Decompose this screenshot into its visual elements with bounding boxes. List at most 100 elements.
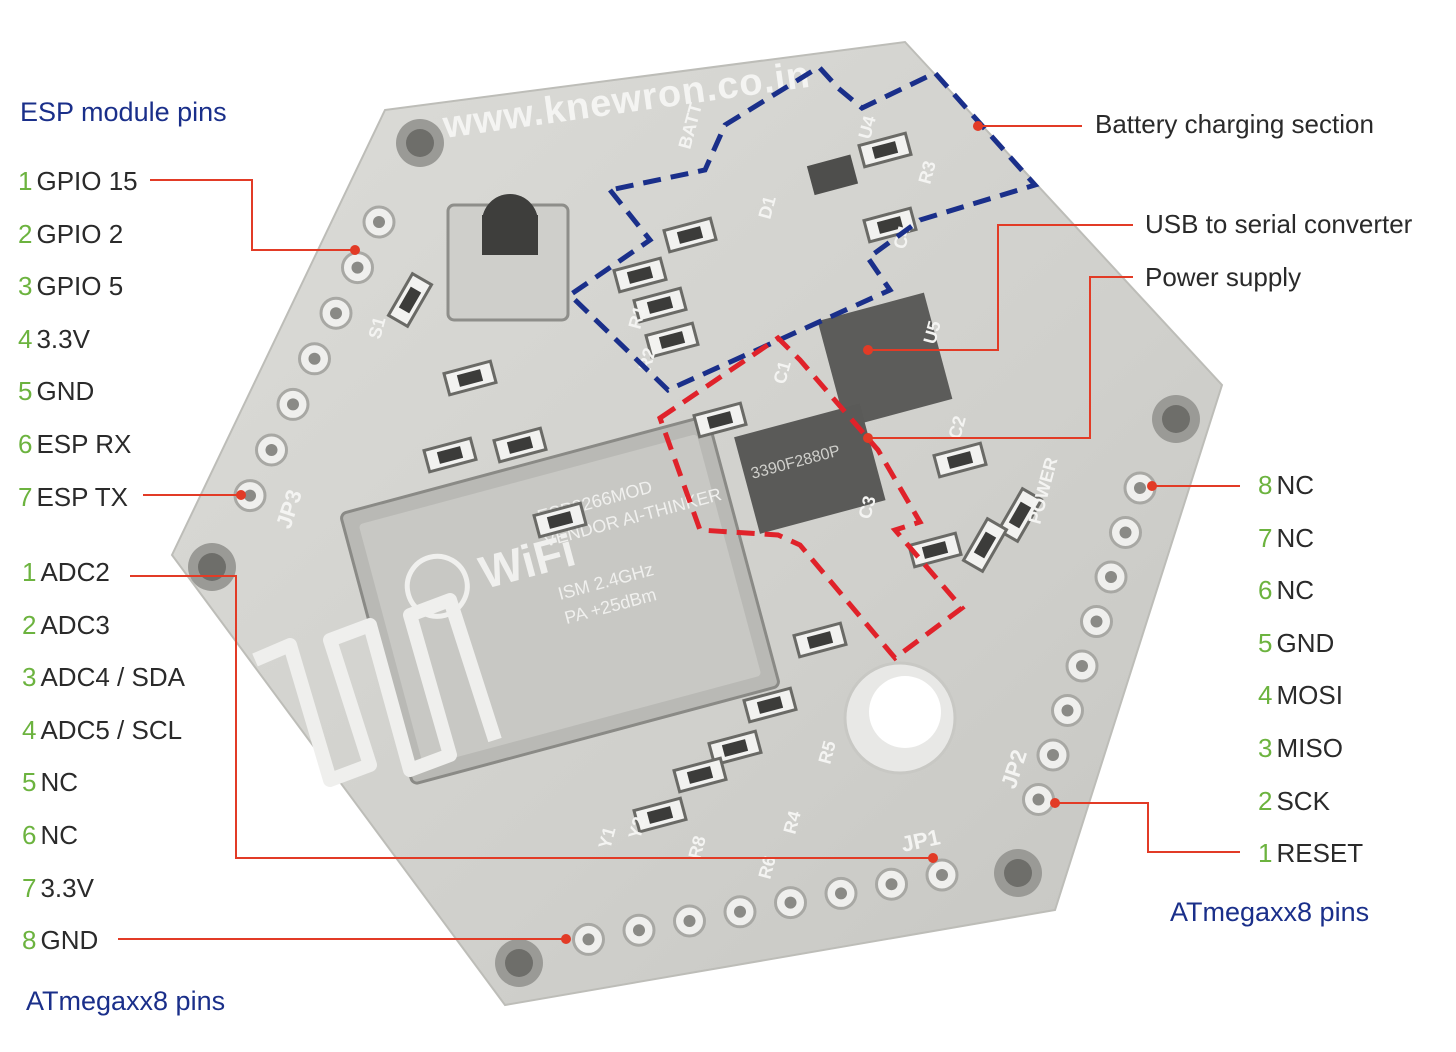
header-hole-center xyxy=(835,887,847,900)
smd-part xyxy=(857,131,913,169)
header-hole-center xyxy=(1047,749,1059,761)
header-hole-center xyxy=(885,878,898,891)
pin-label: 3.3V xyxy=(40,872,94,903)
pin-label: ADC5 / SCL xyxy=(40,714,183,745)
pin-label: ADC3 xyxy=(40,609,110,640)
pin-number: 2 xyxy=(22,609,37,640)
pin-label: GPIO 5 xyxy=(36,271,124,302)
leader-line xyxy=(150,179,355,251)
pin-number: 7 xyxy=(18,481,33,512)
pin-number: 6 xyxy=(18,429,33,459)
callout-usb-serial: USB to serial converter xyxy=(1145,209,1413,239)
smd-part xyxy=(742,686,798,724)
atmega-left-pins-title: ATmegaxx8 pins xyxy=(26,986,226,1016)
header-hole-center xyxy=(1061,704,1074,717)
smd-part xyxy=(632,286,688,324)
pin-number: 5 xyxy=(18,376,33,407)
pin-label: ESP TX xyxy=(36,481,129,512)
header-hole-center xyxy=(633,924,645,937)
pin-label: GND xyxy=(1276,627,1335,658)
smd-part xyxy=(996,486,1044,544)
leader-dot xyxy=(236,490,246,500)
leader-line xyxy=(868,276,1133,439)
smd-part xyxy=(692,401,748,439)
pin-number: 4 xyxy=(18,323,33,354)
atmega-bottom-header-holes xyxy=(572,858,959,956)
header-hole-center xyxy=(1105,571,1117,583)
pin-number: 1 xyxy=(18,166,33,196)
leader-dot xyxy=(863,345,873,355)
usb-serial-ic xyxy=(817,292,953,428)
header-hole-center xyxy=(287,398,299,411)
smd-part xyxy=(672,756,728,794)
leader-dot xyxy=(973,121,983,131)
pin-label: RESET xyxy=(1276,838,1364,869)
pin-number: 4 xyxy=(22,714,37,745)
pin-number: 7 xyxy=(22,872,37,903)
callout-battery-charging: Battery charging section xyxy=(1095,109,1374,139)
pin-number: 1 xyxy=(1258,838,1273,869)
callout-power-supply: Power supply xyxy=(1145,262,1302,292)
pin-number: 3 xyxy=(22,662,37,693)
leader-dot xyxy=(1147,481,1157,491)
smd-part xyxy=(907,531,963,569)
header-hole-center xyxy=(265,444,278,456)
smd-part xyxy=(792,621,848,659)
smd-part xyxy=(632,796,688,834)
pin-label: ADC2 xyxy=(40,557,110,587)
pin-number: 7 xyxy=(1258,522,1273,553)
smd-part xyxy=(422,436,478,474)
smd-part xyxy=(644,321,700,359)
leader-line xyxy=(130,575,933,859)
smd-part xyxy=(492,426,548,464)
pin-label: 3.3V xyxy=(36,323,90,354)
pin-label: MOSI xyxy=(1276,680,1343,711)
leader-line xyxy=(868,224,1133,351)
pin-label: GPIO 2 xyxy=(36,218,124,249)
power-supply-outline xyxy=(656,334,966,662)
pin-number: 5 xyxy=(1258,627,1273,658)
pin-number: 8 xyxy=(22,925,37,956)
push-button-stem xyxy=(482,215,538,255)
smd-part xyxy=(862,206,918,244)
esp-pins-title: ESP module pins xyxy=(20,97,227,127)
mounting-hole xyxy=(406,129,434,157)
header-hole-center xyxy=(1134,482,1146,494)
leader-lines xyxy=(118,121,1240,944)
battery-charging-outline xyxy=(566,63,1040,393)
smd-part xyxy=(707,729,763,767)
header-hole-center xyxy=(373,216,385,228)
pin-label: ESP RX xyxy=(36,429,132,459)
pin-number: 8 xyxy=(1258,470,1273,500)
pin-label: GND xyxy=(40,925,99,956)
header-hole-center xyxy=(734,905,746,918)
pin-label: MISO xyxy=(1276,733,1343,763)
pin-number: 2 xyxy=(18,218,33,249)
header-hole-center xyxy=(683,915,696,927)
pin-label: ADC4 / SDA xyxy=(40,662,185,693)
pin-number: 3 xyxy=(1258,733,1273,763)
pin-number: 5 xyxy=(22,767,37,798)
smd-part xyxy=(662,216,718,254)
leader-dot xyxy=(1050,798,1060,808)
